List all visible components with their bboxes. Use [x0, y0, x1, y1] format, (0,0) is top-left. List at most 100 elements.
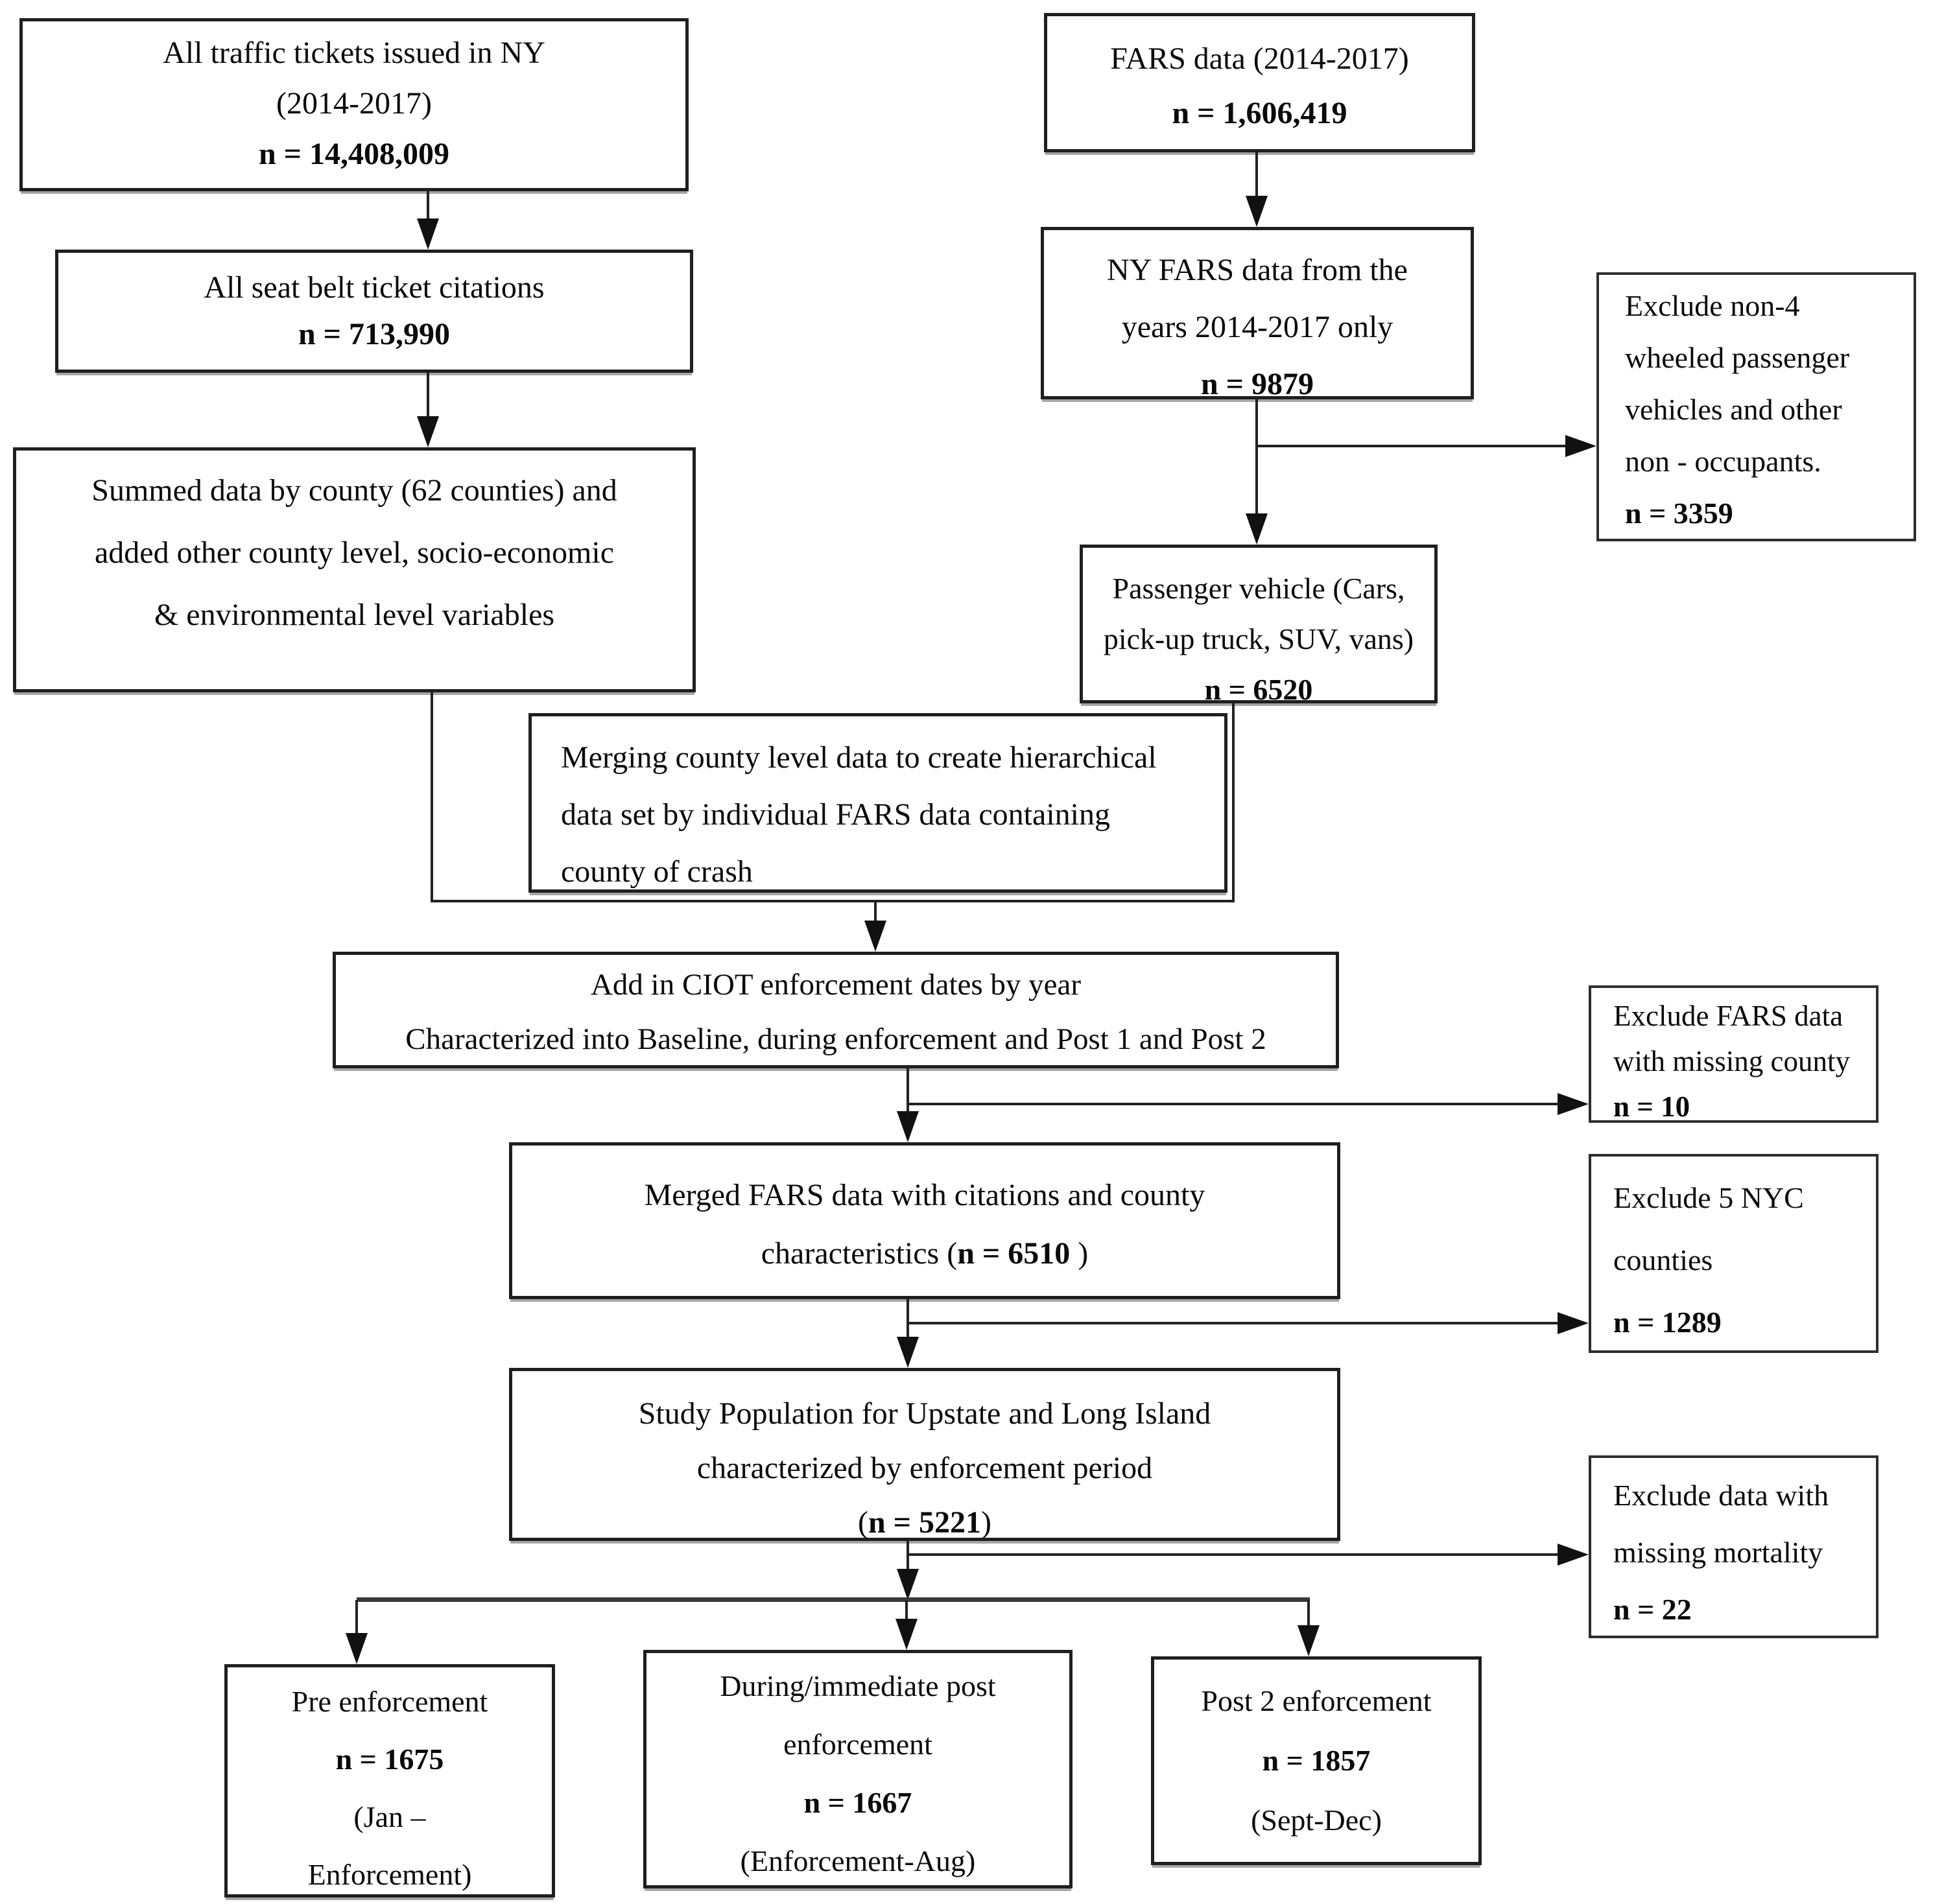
- arrowhead-seatbelt-to-summed: [417, 416, 439, 447]
- box-merged-fars-data: Merged FARS data with citations and coun…: [509, 1142, 1340, 1299]
- during-title-1: During/immediate post: [720, 1669, 996, 1702]
- connector-nyfars-to-passenger: [1255, 399, 1258, 516]
- study-n-prefix: (: [857, 1505, 868, 1540]
- box-ciot-enforcement-dates: Add in CIOT enforcement dates by year Ch…: [333, 952, 1339, 1068]
- nyc-count: n = 1289: [1613, 1306, 1722, 1339]
- nyc-line-1: Exclude 5 NYC: [1613, 1181, 1804, 1214]
- non4wheel-count: n = 3359: [1625, 497, 1733, 530]
- connector-branch-nyc-counties: [907, 1322, 1561, 1324]
- box-exclude-non4-wheeled: Exclude non-4 wheeled passenger vehicles…: [1596, 272, 1916, 541]
- fars-line-1: FARS data (2014-2017): [1110, 41, 1409, 76]
- study-n-suffix: ): [981, 1505, 991, 1540]
- passenger-line-1: Passenger vehicle (Cars,: [1112, 572, 1405, 605]
- merged-line-2-prefix: characteristics (: [761, 1236, 958, 1271]
- nyfars-count: n = 9879: [1200, 367, 1314, 401]
- arrowhead-fars-to-nyfars: [1246, 196, 1268, 227]
- connector-merge-bracket: [431, 900, 1235, 902]
- non4wheel-line-3: vehicles and other: [1625, 393, 1842, 426]
- fars-count: n = 1,606,419: [1172, 96, 1347, 130]
- arrowhead-split-to-post2: [1298, 1625, 1320, 1656]
- connector-branch-non4wheel: [1257, 445, 1565, 447]
- connector-merged-to-study: [907, 1299, 909, 1341]
- arrowhead-split-to-pre: [346, 1633, 368, 1664]
- box-exclude-missing-county: Exclude FARS data with missing county n …: [1589, 985, 1879, 1123]
- passenger-count: n = 6520: [1204, 673, 1313, 706]
- during-title-2: enforcement: [783, 1728, 932, 1761]
- arrowhead-merged-to-study: [897, 1337, 919, 1368]
- nyfars-line-2: years 2014-2017 only: [1121, 310, 1393, 344]
- connector-passenger-to-merge: [1232, 703, 1235, 902]
- arrowhead-branch-nyc-counties: [1558, 1312, 1589, 1334]
- traffic-count: n = 14,408,009: [258, 137, 450, 171]
- merging-line-2: data set by individual FARS data contain…: [561, 797, 1110, 832]
- summed-line-1: Summed data by county (62 counties) and: [91, 473, 617, 508]
- seatbelt-count: n = 713,990: [298, 317, 451, 351]
- seatbelt-line-1: All seat belt ticket citations: [204, 270, 545, 305]
- box-merging-county-data: Merging county level data to create hier…: [528, 713, 1227, 893]
- post2-count: n = 1857: [1262, 1744, 1371, 1777]
- non4wheel-line-2: wheeled passenger: [1625, 341, 1850, 374]
- ciot-line-2: Characterized into Baseline, during enfo…: [405, 1022, 1266, 1056]
- pre-sub-1: (Jan –: [353, 1800, 426, 1833]
- box-ny-fars-data: NY FARS data from the years 2014-2017 on…: [1041, 227, 1474, 401]
- box-post2-enforcement: Post 2 enforcement n = 1857 (Sept-Dec): [1151, 1656, 1482, 1865]
- connector-traffic-to-seatbelt: [427, 191, 429, 224]
- box-exclude-missing-mortality: Exclude data with missing mortality n = …: [1589, 1455, 1879, 1638]
- summed-line-2: added other county level, socio-economic: [94, 535, 615, 570]
- missing-county-line-2: with missing county: [1613, 1045, 1851, 1077]
- passenger-line-2: pick-up truck, SUV, vans): [1103, 622, 1414, 655]
- ciot-line-1: Add in CIOT enforcement dates by year: [590, 968, 1082, 1002]
- merged-line-2-suffix: ): [1070, 1236, 1089, 1271]
- connector-study-to-split: [907, 1541, 909, 1573]
- arrowhead-study-to-split: [897, 1569, 919, 1600]
- box-seatbelt-citations: All seat belt ticket citations n = 713,9…: [55, 250, 693, 373]
- arrowhead-merge-to-ciot: [864, 921, 886, 952]
- study-count: n = 5221: [868, 1505, 982, 1540]
- arrowhead-branch-missing-mortality: [1558, 1544, 1589, 1566]
- box-pre-enforcement: Pre enforcement n = 1675 (Jan – Enforcem…: [224, 1664, 555, 1898]
- connector-split-to-pre: [355, 1600, 358, 1636]
- connector-branch-missing-mortality: [907, 1553, 1561, 1556]
- merged-count: n = 6510: [957, 1236, 1071, 1271]
- box-passenger-vehicle: Passenger vehicle (Cars, pick-up truck, …: [1080, 545, 1438, 706]
- summed-line-3: & environmental level variables: [154, 598, 555, 632]
- merged-line-1: Merged FARS data with citations and coun…: [644, 1178, 1205, 1212]
- pre-sub-2: Enforcement): [307, 1858, 472, 1891]
- merging-line-1: Merging county level data to create hier…: [561, 740, 1157, 775]
- connector-ciot-to-merged: [907, 1068, 909, 1115]
- arrowhead-traffic-to-seatbelt: [417, 218, 439, 250]
- connector-summed-to-merge: [431, 692, 433, 902]
- box-study-population: Study Population for Upstate and Long Is…: [509, 1368, 1340, 1541]
- non4wheel-line-4: non - occupants.: [1625, 445, 1821, 478]
- missing-county-line-1: Exclude FARS data: [1613, 1000, 1843, 1032]
- box-exclude-nyc-counties: Exclude 5 NYC counties n = 1289: [1589, 1154, 1879, 1353]
- nyfars-line-1: NY FARS data from the: [1107, 253, 1408, 287]
- traffic-line-1: All traffic tickets issued in NY: [163, 36, 545, 70]
- connector-merge-to-ciot: [874, 902, 877, 923]
- box-traffic-tickets: All traffic tickets issued in NY (2014-2…: [19, 18, 689, 191]
- merged-line-2: characteristics (n = 6510 ): [512, 1225, 1337, 1283]
- traffic-line-2: (2014-2017): [276, 86, 432, 121]
- nyc-line-2: counties: [1613, 1243, 1713, 1276]
- box-during-post-enforcement: During/immediate post enforcement n = 16…: [643, 1650, 1073, 1888]
- during-sub: (Enforcement-Aug): [740, 1844, 976, 1877]
- box-summed-county-data: Summed data by county (62 counties) and …: [13, 447, 696, 692]
- study-line-2: characterized by enforcement period: [696, 1451, 1153, 1485]
- study-line-1: Study Population for Upstate and Long Is…: [638, 1396, 1211, 1431]
- non4wheel-line-1: Exclude non-4: [1625, 289, 1800, 322]
- arrowhead-branch-missing-county: [1558, 1093, 1589, 1115]
- study-line-3: (n = 5221): [512, 1496, 1337, 1550]
- connector-branch-missing-county: [907, 1103, 1561, 1105]
- box-fars-data: FARS data (2014-2017) n = 1,606,419: [1044, 13, 1475, 152]
- mortality-count: n = 22: [1613, 1593, 1692, 1626]
- arrowhead-split-to-during: [895, 1619, 918, 1650]
- merging-line-3: county of crash: [561, 854, 753, 889]
- arrowhead-ciot-to-merged: [897, 1111, 919, 1142]
- arrowhead-branch-non4wheel: [1565, 435, 1596, 457]
- post2-sub: (Sept-Dec): [1251, 1804, 1382, 1837]
- post2-title: Post 2 enforcement: [1201, 1684, 1432, 1717]
- connector-split-bar: [357, 1597, 1310, 1602]
- missing-county-count: n = 10: [1613, 1090, 1690, 1123]
- mortality-line-2: missing mortality: [1613, 1536, 1823, 1569]
- connector-split-to-during: [905, 1600, 908, 1622]
